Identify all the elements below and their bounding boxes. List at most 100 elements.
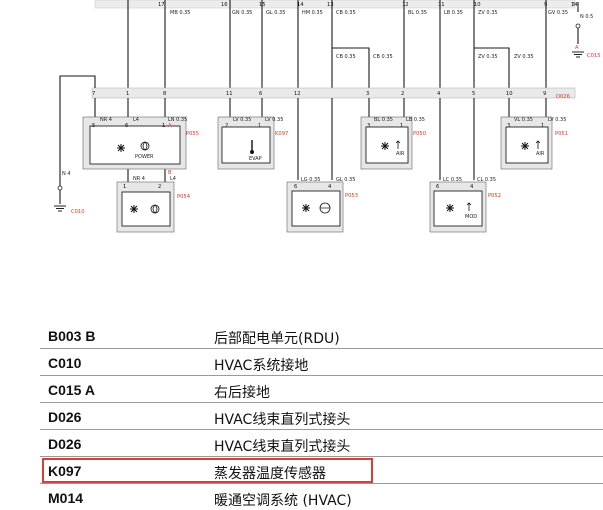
bus-code: D026 xyxy=(556,94,570,100)
svg-text:NR 4: NR 4 xyxy=(133,176,145,182)
svg-text:5: 5 xyxy=(92,123,95,129)
top-pin: 14 xyxy=(571,2,578,8)
legend-row: M014 暖通空调系统 (HVAC) xyxy=(40,484,603,510)
component-p053: LG 0.35 GL 0.35 6 4 P053 xyxy=(286,177,358,233)
legend-code: M014 xyxy=(48,490,84,506)
svg-text:8: 8 xyxy=(163,91,166,97)
svg-text:12: 12 xyxy=(294,91,301,97)
legend-row: B003 B 后部配电单元(RDU) xyxy=(40,322,603,349)
svg-text:1: 1 xyxy=(126,91,129,97)
wiring-diagram: 17 16 15 14 13 12 11 10 9 14 MB 0.35 GN … xyxy=(54,0,601,233)
svg-text:LV 0.35: LV 0.35 xyxy=(265,117,283,123)
thermometer-icon xyxy=(250,140,254,154)
legend-row: D026 HVAC线束直列式接头 xyxy=(40,430,603,457)
svg-text:CL 0.35: CL 0.35 xyxy=(477,177,496,183)
svg-text:3: 3 xyxy=(507,123,510,129)
wire-label: ZV 0.35 xyxy=(478,10,498,16)
top-pin: 13 xyxy=(327,2,334,8)
svg-text:2: 2 xyxy=(158,184,161,190)
top-pin: 14 xyxy=(297,2,304,8)
legend-desc: HVAC线束直列式接头 xyxy=(214,439,351,455)
svg-text:LN 0.35: LN 0.35 xyxy=(168,117,187,123)
legend-code: D026 xyxy=(48,436,82,452)
component-k097: LV 0.35 LV 0.35 2 1 K097 EVAP xyxy=(217,116,288,170)
legend-code: C010 xyxy=(48,355,82,371)
wire-label: HM 0.35 xyxy=(302,10,323,16)
svg-text:7: 7 xyxy=(92,91,95,97)
svg-text:N 0.5: N 0.5 xyxy=(580,14,593,20)
svg-text:2: 2 xyxy=(401,91,404,97)
legend-code: C015 A xyxy=(48,382,95,398)
svg-text:A: A xyxy=(575,45,579,51)
snowflake-icon xyxy=(130,205,138,213)
component-p052: LC 0.35 CL 0.35 6 4 P052 MOD xyxy=(429,177,501,233)
legend-row: K097 蒸发器温度传感器 xyxy=(40,457,603,484)
arrow-up-icon xyxy=(395,140,401,149)
legend-row: D026 HVAC线束直列式接头 xyxy=(40,403,603,430)
svg-text:2: 2 xyxy=(225,123,228,129)
top-pin: 12 xyxy=(402,2,409,8)
svg-text:NR 4: NR 4 xyxy=(100,117,112,123)
svg-text:6: 6 xyxy=(259,91,262,97)
svg-text:GL 0.35: GL 0.35 xyxy=(336,177,355,183)
svg-text:6: 6 xyxy=(294,184,297,190)
fan-icon xyxy=(140,141,150,151)
svg-text:A: A xyxy=(168,123,172,129)
recirculate-icon xyxy=(319,202,331,214)
svg-text:P051: P051 xyxy=(555,131,568,137)
svg-text:3: 3 xyxy=(366,91,369,97)
legend-desc: 右后接地 xyxy=(214,385,270,401)
svg-text:LC 0.35: LC 0.35 xyxy=(443,177,462,183)
component-p050: BL 0.35 LB 0.35 3 1 P050 AIR xyxy=(360,116,426,170)
svg-text:K097: K097 xyxy=(275,131,288,137)
fan-icon xyxy=(150,204,160,214)
svg-text:6: 6 xyxy=(436,184,439,190)
svg-text:AIR: AIR xyxy=(536,151,545,157)
component-p054: NR 4 L4 1 2 B P054 xyxy=(116,170,191,233)
svg-text:P055: P055 xyxy=(186,131,199,137)
top-wires xyxy=(127,0,547,88)
top-pin: 17 xyxy=(158,2,165,8)
wire-label: MB 0.35 xyxy=(170,10,190,16)
svg-text:LB 0.35: LB 0.35 xyxy=(406,117,425,123)
right-ground: 5 N 0.5 A C015 xyxy=(572,2,601,59)
wire-label: CB 0.35 xyxy=(373,54,393,60)
svg-text:B: B xyxy=(168,170,172,176)
svg-text:3: 3 xyxy=(367,123,370,129)
legend-desc: 蒸发器温度传感器 xyxy=(214,466,326,482)
snowflake-icon xyxy=(381,142,389,150)
svg-text:EVAP: EVAP xyxy=(249,156,262,162)
svg-text:4: 4 xyxy=(328,184,332,190)
svg-text:1: 1 xyxy=(123,184,126,190)
svg-text:L4: L4 xyxy=(133,117,139,123)
svg-text:P050: P050 xyxy=(413,131,426,137)
component-p051: VL 0.35 LV 0.35 3 1 P051 AIR xyxy=(500,116,568,170)
wire-label: CB 0.35 xyxy=(336,10,356,16)
legend-code: D026 xyxy=(48,409,82,425)
wire-label: GN 0.35 xyxy=(232,10,252,16)
legend-code: K097 xyxy=(48,463,82,479)
arrow-up-icon xyxy=(535,140,541,149)
svg-text:11: 11 xyxy=(226,91,233,97)
legend-row: C010 HVAC系统接地 xyxy=(40,349,603,376)
svg-text:1: 1 xyxy=(258,123,261,129)
svg-text:MOD: MOD xyxy=(465,214,477,220)
bus-d026 xyxy=(91,87,576,99)
wire-label: LB 0.35 xyxy=(444,10,463,16)
svg-text:L4: L4 xyxy=(170,176,176,182)
svg-text:BL 0.35: BL 0.35 xyxy=(374,117,393,123)
snowflake-icon xyxy=(117,144,125,152)
svg-text:5: 5 xyxy=(472,91,475,97)
legend-row: C015 A 右后接地 xyxy=(40,376,603,403)
svg-text:VL 0.35: VL 0.35 xyxy=(514,117,533,123)
legend-desc: HVAC系统接地 xyxy=(214,358,309,374)
svg-text:N 4: N 4 xyxy=(62,171,71,177)
snowflake-icon xyxy=(302,204,310,212)
arrow-up-icon xyxy=(466,202,472,211)
top-pin: 11 xyxy=(438,2,445,8)
legend-desc: HVAC线束直列式接头 xyxy=(214,412,351,428)
legend-desc: 暖通空调系统 (HVAC) xyxy=(214,493,352,509)
svg-text:6: 6 xyxy=(125,123,128,129)
svg-text:LG 0.35: LG 0.35 xyxy=(301,177,320,183)
legend-code: B003 B xyxy=(48,328,96,344)
